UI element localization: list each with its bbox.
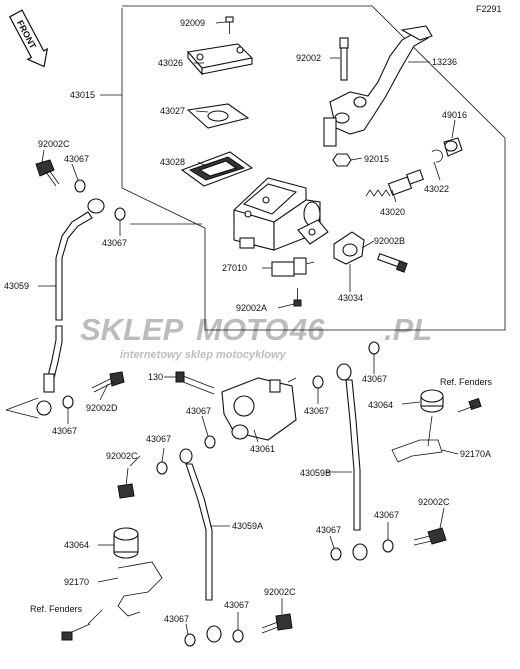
clamp-92170A bbox=[391, 415, 443, 463]
hose-43059A bbox=[179, 448, 222, 643]
piston-kit-43020 bbox=[365, 169, 424, 197]
label-92002C-bottom: 92002C bbox=[264, 587, 296, 597]
label-43067-bottom-b: 43067 bbox=[224, 600, 249, 610]
label-43061: 43061 bbox=[250, 444, 275, 454]
watermark-tagline: internetowy sklep motocyklowy bbox=[120, 349, 287, 361]
label-92002D: 92002D bbox=[86, 403, 118, 413]
label-43067-right-hose: 43067 bbox=[374, 510, 399, 520]
watermark-brand-c: 46 bbox=[289, 312, 325, 347]
washer-43067-mid-left bbox=[114, 207, 126, 221]
label-43059: 43059 bbox=[4, 281, 29, 291]
bolt-ref-fenders-right bbox=[457, 398, 482, 413]
label-92170A: 92170A bbox=[460, 449, 491, 459]
label-13236: 13236 bbox=[432, 57, 457, 67]
watermark: SKLEP MOTO 46 .PL internetowy sklep moto… bbox=[80, 312, 432, 361]
label-43064-left: 43064 bbox=[64, 540, 89, 550]
assembly-frame bbox=[121, 5, 506, 331]
master-cylinder-body bbox=[233, 177, 321, 251]
label-92170: 92170 bbox=[64, 577, 89, 587]
label-43067-caliper: 43067 bbox=[186, 406, 211, 416]
washer-43067-right-hose bbox=[382, 539, 394, 553]
washer-43067-right-lower bbox=[330, 547, 342, 561]
circlip-43022 bbox=[431, 149, 443, 163]
watermark-brand-b: MOTO bbox=[196, 312, 288, 347]
label-43067-caliper-right: 43067 bbox=[304, 406, 329, 416]
label-27010: 27010 bbox=[222, 263, 247, 273]
holder-43034 bbox=[333, 231, 365, 265]
label-43067-upper-left: 43067 bbox=[64, 154, 89, 164]
bolt-92002 bbox=[339, 37, 349, 81]
label-92002: 92002 bbox=[296, 53, 321, 63]
washer-43067-caliper-right bbox=[312, 375, 324, 389]
brake-switch-27010 bbox=[271, 257, 315, 277]
label-43015: 43015 bbox=[70, 90, 95, 100]
leader-lines bbox=[5, 21, 459, 635]
screw-92009 bbox=[225, 16, 234, 34]
hose-43059B bbox=[336, 363, 368, 561]
brake-lever-13236 bbox=[323, 25, 433, 147]
label-43064-right: 43064 bbox=[368, 400, 393, 410]
watermark-brand-d: .PL bbox=[384, 312, 432, 347]
washer-43067-right-upper bbox=[368, 341, 380, 355]
grommet-43064-left bbox=[113, 527, 139, 559]
label-43027: 43027 bbox=[160, 106, 185, 116]
label-92002B: 92002B bbox=[374, 236, 405, 246]
label-130: 130 bbox=[148, 372, 163, 382]
label-43067-right-lower: 43067 bbox=[316, 525, 341, 535]
label-43059A: 43059A bbox=[232, 521, 263, 531]
dust-cover-49016 bbox=[443, 137, 463, 157]
bolt-92002B bbox=[377, 253, 408, 273]
label-43067-bottom-a: 43067 bbox=[164, 614, 189, 624]
label-43059B: 43059B bbox=[300, 468, 331, 478]
front-arrow-icon: FRONT bbox=[8, 9, 49, 68]
part-labels: 92009 43026 43027 43028 43015 92002 1323… bbox=[4, 18, 493, 624]
bolt-92002C-upper bbox=[35, 159, 60, 187]
screw-92002A bbox=[293, 288, 302, 307]
plate-43027 bbox=[186, 103, 250, 129]
label-43067-right-upper: 43067 bbox=[362, 374, 387, 384]
label-43022: 43022 bbox=[424, 184, 449, 194]
label-92009: 92009 bbox=[180, 18, 205, 28]
washer-43067-caliper bbox=[204, 435, 216, 449]
label-92015: 92015 bbox=[364, 154, 389, 164]
label-92002C-right: 92002C bbox=[418, 497, 450, 507]
label-43034: 43034 bbox=[338, 293, 363, 303]
label-49016: 49016 bbox=[442, 110, 467, 120]
grommet-43064-right bbox=[420, 389, 444, 413]
bolt-92002C-right bbox=[413, 527, 447, 546]
washer-43067-lower-left bbox=[62, 395, 74, 409]
bolt-92002C-lower-left bbox=[117, 467, 135, 499]
label-ref-fenders-left: Ref. Fenders bbox=[30, 604, 83, 614]
clamp-92170 bbox=[117, 561, 163, 617]
label-43020: 43020 bbox=[380, 207, 405, 217]
watermark-brand-a: SKLEP bbox=[80, 312, 184, 347]
bolt-130 bbox=[175, 371, 215, 395]
label-43067-mid-left: 43067 bbox=[102, 238, 127, 248]
washer-43067-bottom-b bbox=[232, 629, 244, 643]
bolt-ref-fenders-left bbox=[61, 623, 91, 641]
label-43067-caliper-low: 43067 bbox=[146, 434, 171, 444]
switch-bracket bbox=[297, 219, 329, 245]
label-92002C-mid: 92002C bbox=[106, 451, 138, 461]
nut-92015 bbox=[332, 153, 352, 167]
diaphragm-43028 bbox=[180, 151, 254, 187]
diagram-code: F2291 bbox=[476, 4, 502, 14]
washer-43067-upper-left bbox=[74, 179, 86, 193]
bolt-92002D bbox=[91, 371, 125, 393]
bolt-92002C-bottom bbox=[261, 613, 293, 634]
label-43067-lower-left: 43067 bbox=[52, 426, 77, 436]
label-43028: 43028 bbox=[160, 157, 185, 167]
washer-43067-bottom-a bbox=[184, 633, 196, 647]
label-ref-fenders-right: Ref. Fenders bbox=[440, 377, 493, 387]
label-43026: 43026 bbox=[158, 58, 183, 68]
hose-43059 bbox=[36, 198, 105, 416]
reservoir-cap-43026 bbox=[186, 43, 254, 76]
label-92002C-upper: 92002C bbox=[38, 139, 70, 149]
caliper-43061 bbox=[221, 377, 297, 441]
washer-43067-lower-mid bbox=[156, 461, 168, 475]
label-92002A: 92002A bbox=[236, 303, 267, 313]
